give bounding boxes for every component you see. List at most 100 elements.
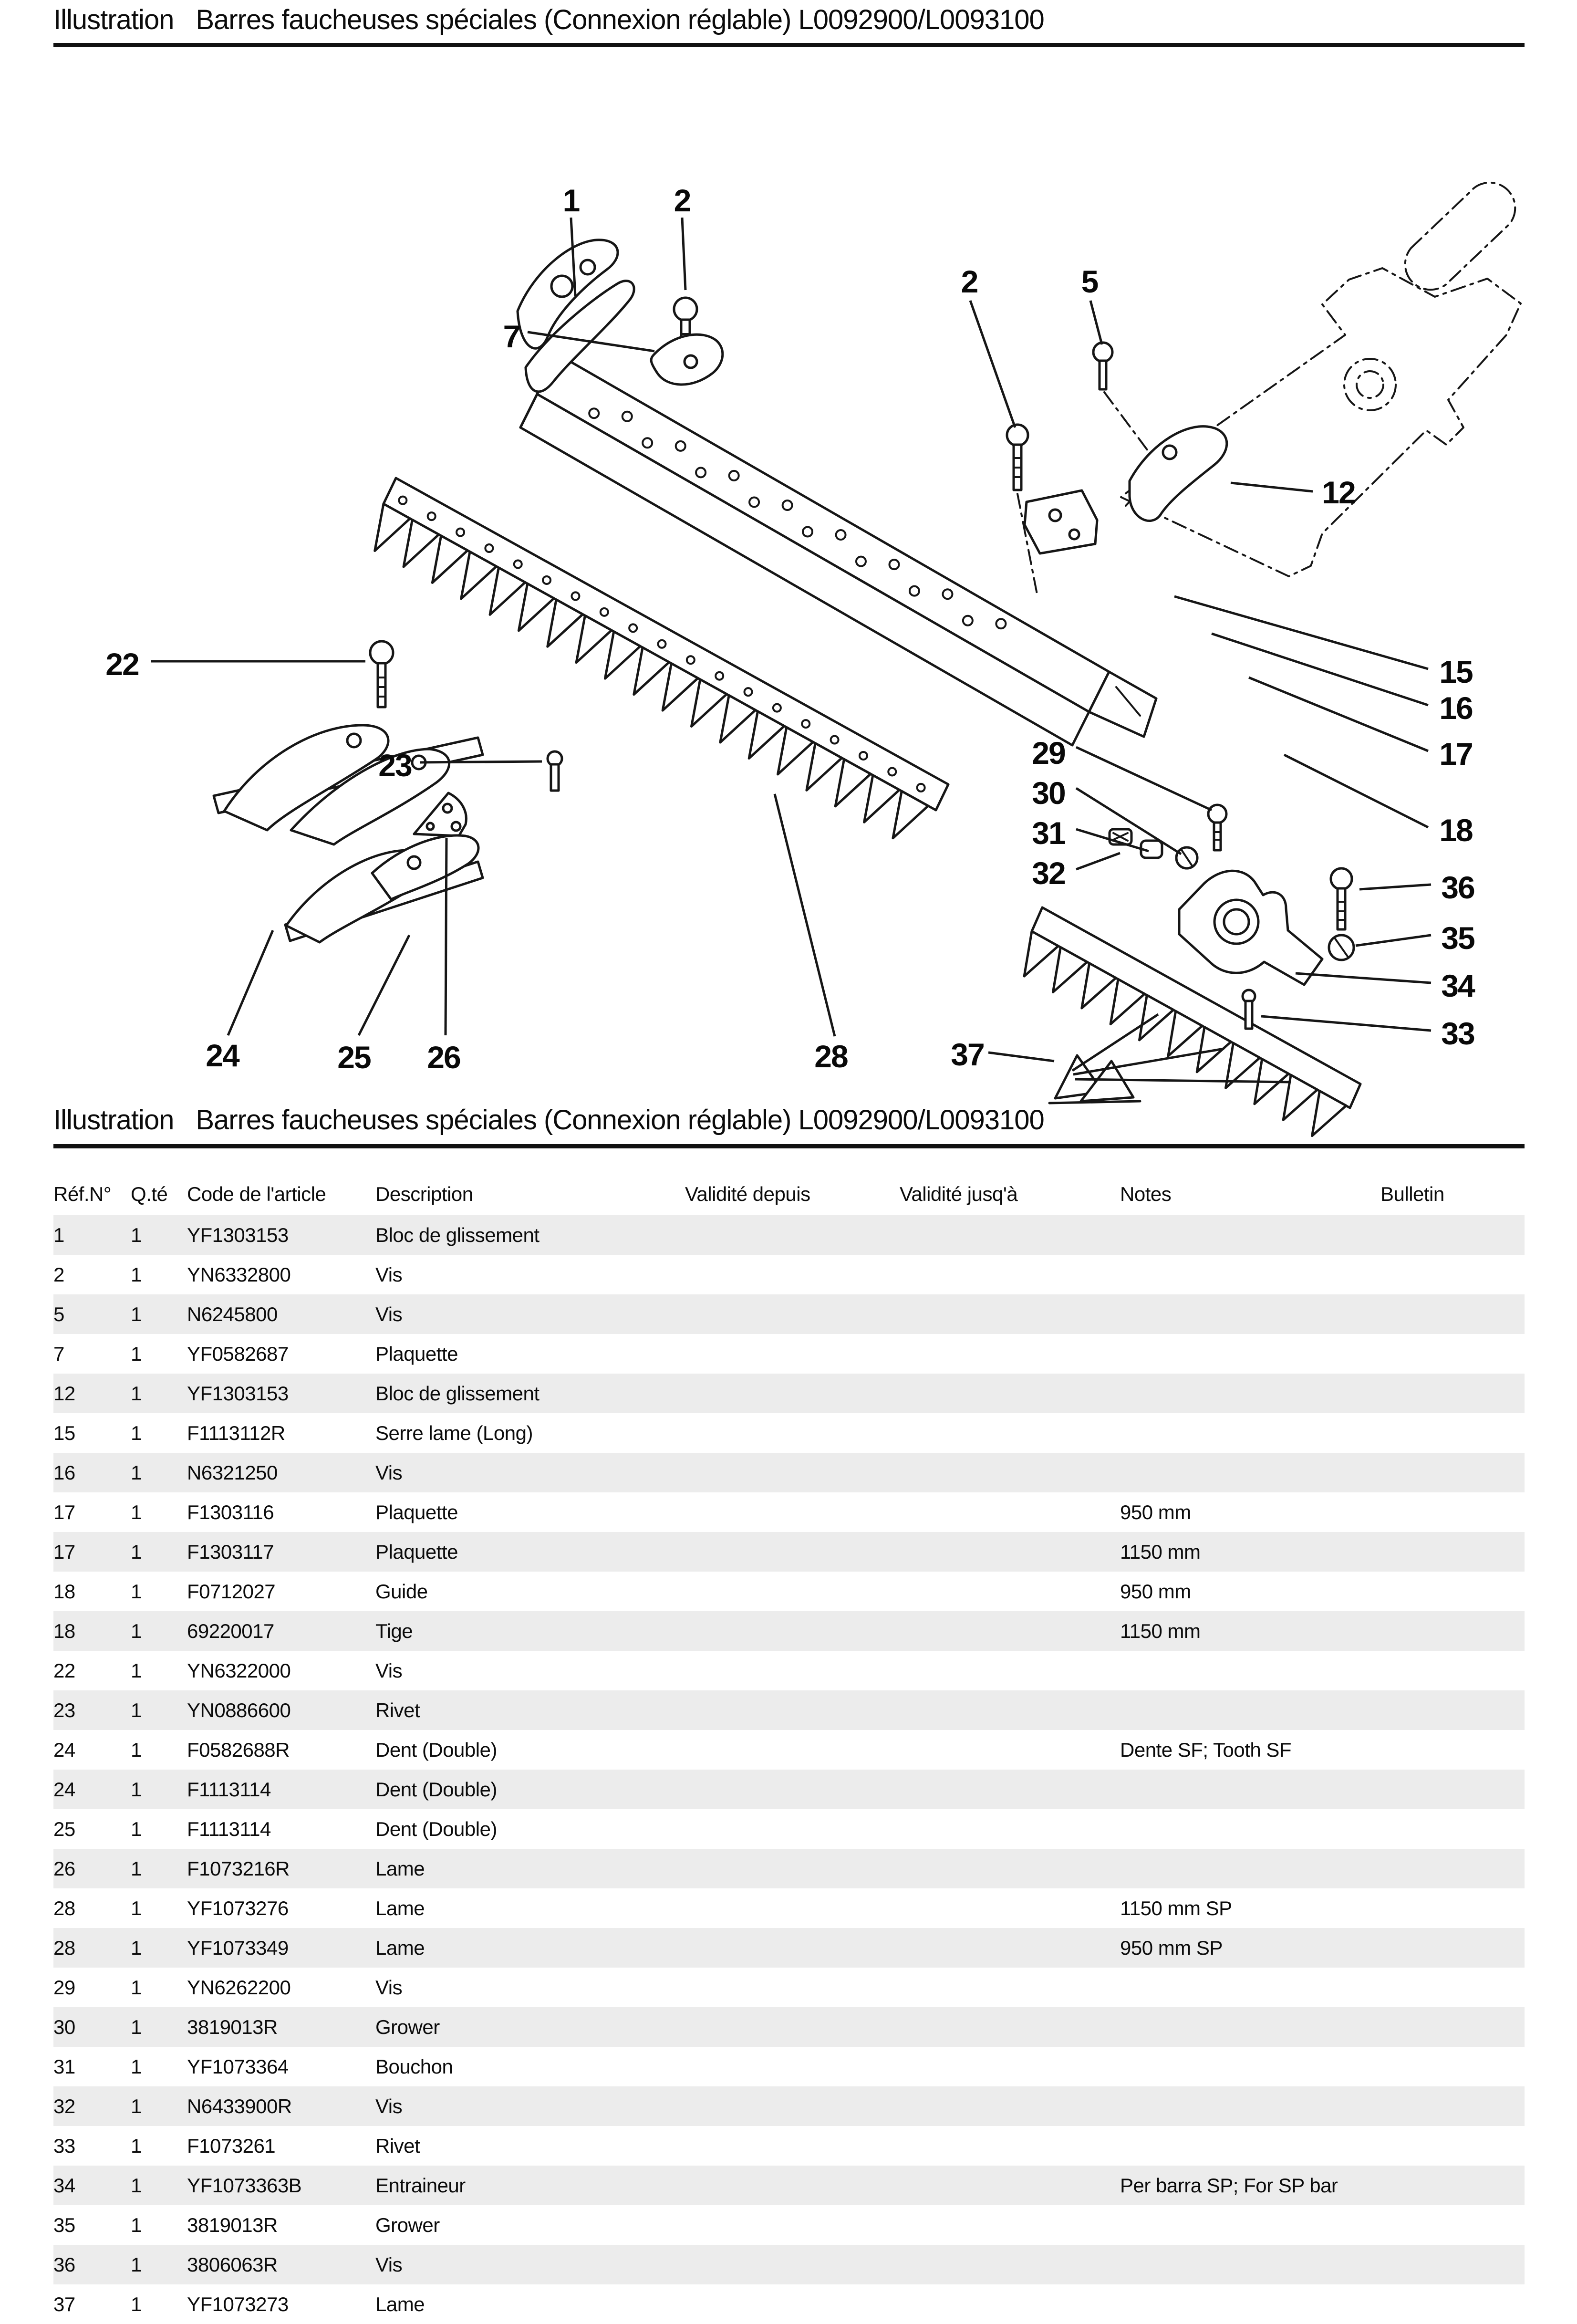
knife-hole: [657, 639, 667, 649]
knife-tooth: [1167, 1010, 1204, 1057]
knife-tooth: [431, 534, 469, 584]
cell-ref: 2: [53, 1263, 64, 1286]
cell-qty: 1: [131, 1580, 142, 1603]
cell-qty: 1: [131, 1342, 142, 1365]
part-7-plaquette: [650, 333, 724, 386]
page-title-text: Barres faucheuses spéciales (Connexion r…: [196, 4, 1044, 35]
knife-tooth: [863, 774, 901, 823]
callout-2: 2: [674, 183, 691, 218]
knife-tooth: [1138, 994, 1175, 1042]
cell-qty: 1: [131, 1223, 142, 1246]
leader-line: [1174, 595, 1429, 670]
knife-tooth: [747, 710, 786, 760]
cell-desc: Vis: [375, 2095, 403, 2117]
leader-line: [1359, 883, 1432, 891]
cell-code: YN0886600: [187, 1699, 291, 1721]
cell-ref: 28: [53, 1936, 75, 1959]
cell-qty: 1: [131, 1501, 142, 1523]
cell-ref: 24: [53, 1778, 75, 1801]
cell-desc: Dent (Double): [375, 1778, 497, 1801]
leader-line: [527, 331, 655, 353]
cell-ref: 30: [53, 2015, 75, 2038]
column-header: Validité depuis: [685, 1182, 810, 1205]
cell-code: YN6262200: [187, 1976, 291, 1999]
leader-line: [773, 793, 836, 1037]
cell-desc: Vis: [375, 1976, 403, 1999]
knife-hole: [916, 782, 926, 792]
callout-36: 36: [1441, 870, 1474, 905]
cell-code: 3819013R: [187, 2015, 278, 2038]
column-header: Réf.N°: [53, 1182, 112, 1205]
cell-code: F1113114: [187, 1817, 271, 1840]
cell-qty: 1: [131, 2095, 142, 2117]
knife-tooth: [517, 582, 555, 632]
cell-ref: 29: [53, 1976, 75, 1999]
bar-hole: [802, 526, 814, 538]
cell-qty: 1: [131, 1778, 142, 1801]
leader-line: [1075, 746, 1213, 812]
bar-hole: [642, 437, 654, 449]
cell-code: N6321250: [187, 1461, 278, 1484]
knife-tooth: [719, 694, 757, 744]
cell-ref: 34: [53, 2174, 75, 2197]
part-36-bolt: [1329, 867, 1353, 931]
cell-desc: Serre lame (Long): [375, 1421, 533, 1444]
bar-hole: [728, 469, 740, 481]
leader-line: [227, 930, 274, 1036]
knife-tooth: [1080, 962, 1117, 1010]
leader-line: [1089, 300, 1103, 345]
cell-ref: 23: [53, 1699, 75, 1721]
bar-hole: [621, 410, 633, 422]
knife-hole: [628, 623, 638, 633]
callout-31: 31: [1032, 815, 1065, 851]
table-title-text: Barres faucheuses spéciales (Connexion r…: [196, 1105, 1044, 1136]
callout-16: 16: [1439, 690, 1473, 726]
cell-qty: 1: [131, 2174, 142, 2197]
leader-line: [1076, 828, 1149, 853]
cell-qty: 1: [131, 2213, 142, 2236]
cell-desc: Guide: [375, 1580, 428, 1603]
cell-desc: Lame: [375, 1936, 425, 1959]
callout-17: 17: [1439, 736, 1472, 771]
cell-desc: Plaquette: [375, 1342, 458, 1365]
cell-ref: 33: [53, 2134, 75, 2157]
cell-code: YN6322000: [187, 1659, 291, 1682]
cell-qty: 1: [131, 1738, 142, 1761]
cell-notes: 950 mm: [1120, 1501, 1191, 1523]
title-rule: [53, 43, 1525, 47]
cell-desc: Bloc de glissement: [375, 1223, 540, 1246]
callout-22: 22: [105, 646, 139, 682]
knife-tooth: [1282, 1073, 1319, 1121]
knife-tooth: [834, 758, 872, 808]
cell-ref: 25: [53, 1817, 75, 1840]
cell-qty: 1: [131, 1857, 142, 1880]
callout-28: 28: [814, 1039, 848, 1074]
leader-line: [1261, 1015, 1432, 1032]
knife-hole: [599, 607, 609, 617]
cell-desc: Entraineur: [375, 2174, 466, 2197]
leader-line: [357, 934, 411, 1036]
cell-desc: Vis: [375, 1659, 403, 1682]
callout-12: 12: [1322, 475, 1355, 510]
knife-hole: [484, 543, 494, 553]
bar-hole: [835, 529, 847, 541]
callout-37: 37: [951, 1037, 984, 1072]
part-5-bolt: [1092, 341, 1179, 492]
cell-desc: Bloc de glissement: [375, 1382, 540, 1405]
cell-code: F0712027: [187, 1580, 276, 1603]
knife-hole: [772, 703, 782, 713]
leader-line: [681, 217, 687, 291]
knife-hole: [426, 511, 436, 521]
cell-code: F1303117: [187, 1540, 274, 1563]
cell-desc: Bouchon: [375, 2055, 453, 2078]
